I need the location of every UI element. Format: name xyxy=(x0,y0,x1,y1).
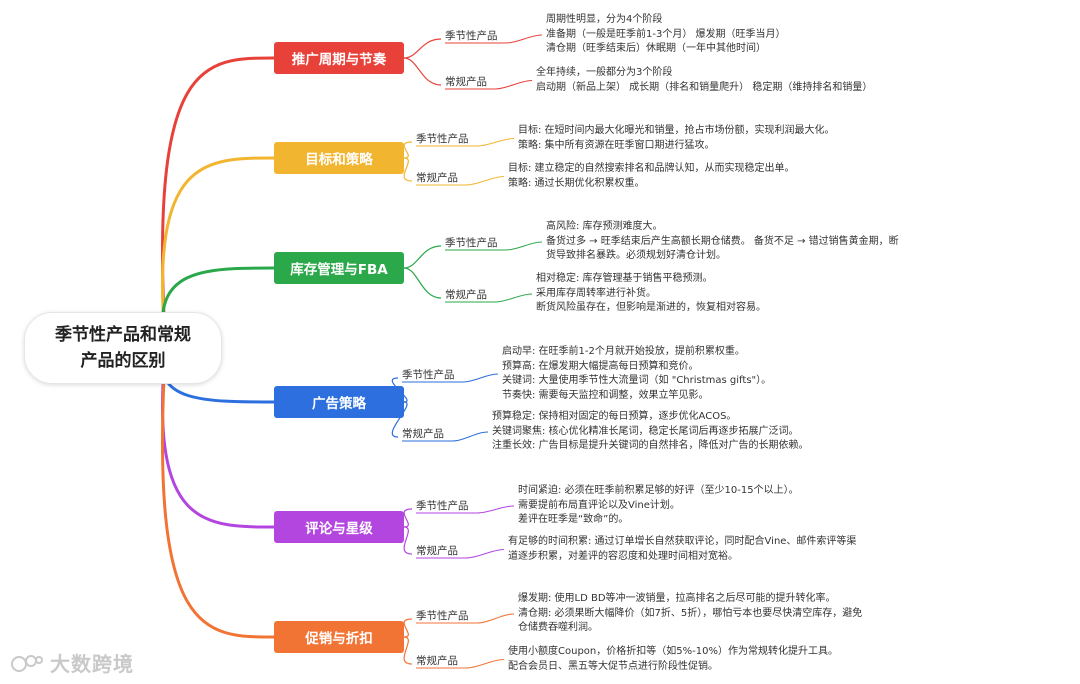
root-node[interactable]: 季节性产品和常规产品的区别 xyxy=(24,312,222,384)
category-connector xyxy=(403,245,442,269)
detail-line: 配合会员日、黑五等大促节点进行阶段性促销。 xyxy=(508,660,718,672)
detail-line: 相对稳定: 库存管理基于销售平稳预测。 xyxy=(536,273,713,284)
detail-line: 使用小额度Coupon，价格折扣等（如5%-10%）作为常规转化提升工具。 xyxy=(508,646,838,657)
detail-connector xyxy=(462,373,499,383)
detail-line: 有足够的时间积累: 通过订单增长自然获取评论，同时配合Vine、邮件索评等渠 xyxy=(508,536,857,547)
detail-line: 时间紧迫: 必须在旺季前积累足够的好评（至少10-15个以上）。 xyxy=(518,485,799,496)
detail-block-regular: 预算稳定: 保持相对固定的每日预算，逐步优化ACOS。关键词聚焦: 核心优化精准… xyxy=(492,410,809,454)
detail-line: 需要提前布局直评论以及Vine计划。 xyxy=(518,499,680,511)
category-connector xyxy=(403,141,413,159)
category-connector xyxy=(403,38,442,59)
detail-connector xyxy=(476,138,515,147)
watermark: 大数跨境 xyxy=(10,648,134,677)
category-connector xyxy=(403,508,413,528)
detail-connector xyxy=(451,431,489,442)
detail-line: 准备期（一般是旺季前1-3个月） 爆发期（旺季当月） xyxy=(546,28,786,40)
detail-line: 清仓期（旺季结束后）休眠期（一年中其他时间） xyxy=(546,43,766,54)
detail-line: 采用库存周转率进行补货。 xyxy=(536,287,656,299)
detail-connector xyxy=(465,176,505,186)
detail-block-seasonal: 目标: 在短时间内最大化曝光和销量，抢占市场份额，实现利润最大化。策略: 集中所… xyxy=(518,124,835,153)
detail-connector xyxy=(505,34,543,44)
branch-connector xyxy=(161,56,275,338)
branch-connector xyxy=(160,156,275,342)
category-regular[interactable]: 常规产品 xyxy=(416,655,458,667)
detail-line: 预算稳定: 保持相对固定的每日预算，逐步优化ACOS。 xyxy=(492,411,737,422)
detail-block-seasonal: 启动早: 在旺季前1-2个月就开始投放，提前积累权重。预算高: 在爆发期大幅提高… xyxy=(502,345,771,403)
category-connector xyxy=(403,157,413,182)
detail-block-regular: 目标: 建立稳定的自然搜索排名和品牌认知，从而实现稳定出单。策略: 通过长期优化… xyxy=(508,162,795,191)
detail-line: 周期性明显，分为4个阶段 xyxy=(546,14,663,25)
watermark-logo-icon xyxy=(11,654,43,672)
category-seasonal[interactable]: 季节性产品 xyxy=(416,610,469,622)
detail-line: 关键词聚焦: 核心优化精准长尾词，稳定长尾词后再逐步拓展广泛词。 xyxy=(492,425,799,437)
category-connector xyxy=(403,636,413,665)
category-connector xyxy=(403,267,442,299)
detail-block-seasonal: 周期性明显，分为4个阶段准备期（一般是旺季前1-3个月） 爆发期（旺季当月） 清仓… xyxy=(546,13,786,57)
detail-line: 注重长效: 广告目标是提升关键词的自然排名，降低对广告的长期依赖。 xyxy=(492,440,809,451)
detail-block-seasonal: 爆发期: 使用LD BD等冲一波销量，拉高排名之后尽可能的提升转化率。清仓期: … xyxy=(518,592,862,636)
branch-promotions-discounts[interactable]: 促销与折扣 xyxy=(274,621,404,653)
category-regular[interactable]: 常规产品 xyxy=(416,172,458,184)
category-seasonal[interactable]: 季节性产品 xyxy=(402,369,455,381)
detail-line: 节奏快: 需要每天监控和调整，效果立竿见影。 xyxy=(502,389,709,401)
branch-promotion-cycle[interactable]: 推广周期与节奏 xyxy=(274,42,404,74)
category-connector xyxy=(403,526,413,555)
detail-line: 清仓期: 必须果断大幅降价（如7折、5折），哪怕亏本也要尽快清空库存，避免 xyxy=(518,607,863,619)
detail-connector xyxy=(476,613,515,624)
detail-block-regular: 全年持续，一般都分为3个阶段启动期（新品上架） 成长期（排名和销量爬升） 稳定期… xyxy=(536,66,872,95)
category-seasonal[interactable]: 季节性产品 xyxy=(445,237,498,249)
detail-line: 策略: 集中所有资源在旺季窗口期进行猛攻。 xyxy=(518,139,715,151)
detail-block-regular: 相对稳定: 库存管理基于销售平稳预测。采用库存周转率进行补货。断货风险虽存在，但… xyxy=(536,272,766,316)
detail-line: 启动期（新品上架） 成长期（排名和销量爬升） 稳定期（维持排名和销量） xyxy=(536,81,873,93)
branch-goals-strategy[interactable]: 目标和策略 xyxy=(274,142,404,174)
category-seasonal[interactable]: 季节性产品 xyxy=(416,500,469,512)
category-regular[interactable]: 常规产品 xyxy=(445,289,487,301)
category-regular[interactable]: 常规产品 xyxy=(402,428,444,440)
category-regular[interactable]: 常规产品 xyxy=(416,545,458,557)
branch-connector xyxy=(161,356,275,639)
category-connector xyxy=(391,401,408,438)
detail-connector xyxy=(476,505,515,514)
detail-line: 备货过多 → 旺季结束后产生高额长期仓储费。 备货不足 → 错过销售黄金期，断 xyxy=(546,235,899,247)
detail-block-seasonal: 高风险: 库存预测难度大。备货过多 → 旺季结束后产生高额长期仓储费。 备货不足… xyxy=(546,220,899,264)
detail-connector xyxy=(465,659,505,669)
detail-line: 关键词: 大量使用季节性大流量词（如 "Christmas gifts"）。 xyxy=(502,375,772,386)
category-connector xyxy=(403,618,413,638)
category-regular[interactable]: 常规产品 xyxy=(445,76,487,88)
category-seasonal[interactable]: 季节性产品 xyxy=(445,30,498,42)
detail-connector xyxy=(505,241,543,251)
root-title: 季节性产品和常规产品的区别 xyxy=(55,325,191,371)
detail-line: 货导致排名暴跌。必须规划好清仓计划。 xyxy=(546,250,726,261)
detail-line: 策略: 通过长期优化积累权重。 xyxy=(508,177,645,189)
branch-reviews-ratings[interactable]: 评论与星级 xyxy=(274,511,404,543)
detail-block-seasonal: 时间紧迫: 必须在旺季前积累足够的好评（至少10-15个以上）。需要提前布局直评… xyxy=(518,484,799,528)
detail-line: 道逐步积累，对差评的容忍度和处理时间相对宽裕。 xyxy=(508,550,738,562)
detail-line: 启动早: 在旺季前1-2个月就开始投放，提前积累权重。 xyxy=(502,346,745,357)
detail-connector xyxy=(494,293,533,303)
detail-line: 预算高: 在爆发期大幅提高每日预算和竞价。 xyxy=(502,360,699,372)
detail-line: 目标: 在短时间内最大化曝光和销量，抢占市场份额，实现利润最大化。 xyxy=(518,125,835,136)
branch-ad-strategy[interactable]: 广告策略 xyxy=(274,386,404,418)
detail-line: 高风险: 库存预测难度大。 xyxy=(546,221,663,232)
detail-connector xyxy=(465,549,505,559)
detail-line: 断货风险虽存在，但影响是渐进的，恢复相对容易。 xyxy=(536,302,766,313)
detail-line: 爆发期: 使用LD BD等冲一波销量，拉高排名之后尽可能的提升转化率。 xyxy=(518,593,836,604)
detail-block-regular: 使用小额度Coupon，价格折扣等（如5%-10%）作为常规转化提升工具。配合会… xyxy=(508,645,838,674)
detail-line: 仓储费吞噬利润。 xyxy=(518,622,598,633)
category-seasonal[interactable]: 季节性产品 xyxy=(416,133,469,145)
detail-connector xyxy=(494,80,533,90)
detail-line: 全年持续，一般都分为3个阶段 xyxy=(536,67,673,78)
branch-inventory-fba[interactable]: 库存管理与FBA xyxy=(274,252,404,284)
detail-block-regular: 有足够的时间积累: 通过订单增长自然获取评论，同时配合Vine、邮件索评等渠道逐… xyxy=(508,535,856,564)
detail-line: 差评在旺季是“致命”的。 xyxy=(518,514,629,525)
category-connector xyxy=(403,57,442,86)
detail-line: 目标: 建立稳定的自然搜索排名和品牌认知，从而实现稳定出单。 xyxy=(508,163,795,174)
watermark-text: 大数跨境 xyxy=(50,652,134,676)
